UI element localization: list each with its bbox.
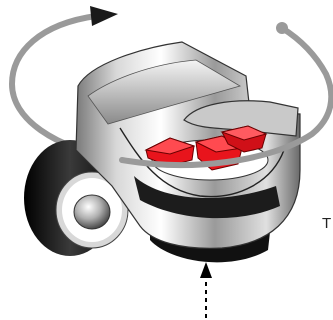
rotation-arrow-tail-dot bbox=[276, 22, 288, 34]
wheel bbox=[24, 140, 129, 256]
rotation-arrow-front bbox=[119, 25, 333, 168]
input-arrow bbox=[200, 262, 212, 318]
lid bbox=[183, 100, 299, 137]
rotation-arrow-head bbox=[90, 6, 118, 26]
edge-letter: T bbox=[322, 215, 332, 232]
hub bbox=[73, 194, 111, 230]
